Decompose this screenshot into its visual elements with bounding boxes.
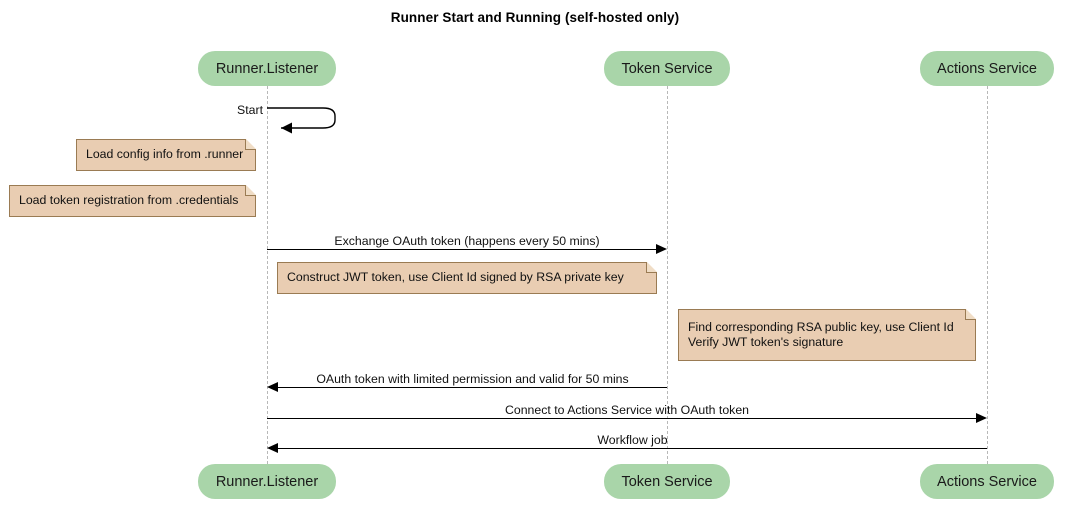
participant-actions-bottom[interactable]: Actions Service: [920, 464, 1054, 499]
note-fold-icon: [646, 261, 658, 273]
message-label-oauth-return: OAuth token with limited permission and …: [316, 372, 629, 386]
message-label-connect-actions: Connect to Actions Service with OAuth to…: [504, 403, 750, 417]
arrow-head-left-icon: [267, 381, 278, 392]
message-label-exchange-oauth: Exchange OAuth token (happens every 50 m…: [334, 234, 600, 248]
participant-runner-top[interactable]: Runner.Listener: [198, 51, 336, 86]
note-load-config: Load config info from .runner: [76, 138, 257, 171]
arrow-head-left-icon: [267, 442, 278, 453]
participant-token-top[interactable]: Token Service: [604, 51, 730, 86]
lifeline-runner: [267, 86, 268, 464]
note-fold-icon: [965, 308, 977, 320]
note-text: Load token registration from .credential…: [19, 193, 239, 208]
message-start-selfloop: [267, 107, 336, 134]
note-construct-jwt: Construct JWT token, use Client Id signe…: [277, 261, 658, 294]
message-line-exchange-oauth: [267, 249, 656, 250]
participant-actions-top[interactable]: Actions Service: [920, 51, 1054, 86]
participant-label: Actions Service: [937, 60, 1037, 77]
lifeline-actions: [987, 86, 988, 464]
arrow-head-right-icon: [656, 243, 667, 254]
message-line-oauth-return: [278, 387, 667, 388]
participant-runner-bottom[interactable]: Runner.Listener: [198, 464, 336, 499]
message-line-workflow-job: [278, 448, 987, 449]
note-text: Load config info from .runner: [86, 147, 244, 162]
participant-label: Runner.Listener: [215, 473, 319, 490]
participant-label: Actions Service: [937, 473, 1037, 490]
lifeline-token: [667, 86, 668, 464]
note-text: Construct JWT token, use Client Id signe…: [287, 270, 624, 285]
note-text: Find corresponding RSA public key, use C…: [688, 319, 954, 350]
note-fold-icon: [245, 138, 257, 150]
participant-label: Runner.Listener: [215, 60, 319, 77]
message-line-connect-actions: [267, 418, 976, 419]
arrow-head-right-icon: [976, 412, 987, 423]
message-label-workflow-job: Workflow job: [597, 433, 668, 447]
note-fold-icon: [245, 184, 257, 196]
participant-label: Token Service: [621, 473, 713, 490]
participant-token-bottom[interactable]: Token Service: [604, 464, 730, 499]
note-verify-jwt: Find corresponding RSA public key, use C…: [678, 308, 977, 361]
message-label-start: Start: [237, 103, 263, 117]
note-load-token-registration: Load token registration from .credential…: [9, 184, 257, 217]
page-title: Runner Start and Running (self-hosted on…: [390, 10, 680, 25]
participant-label: Token Service: [621, 60, 713, 77]
